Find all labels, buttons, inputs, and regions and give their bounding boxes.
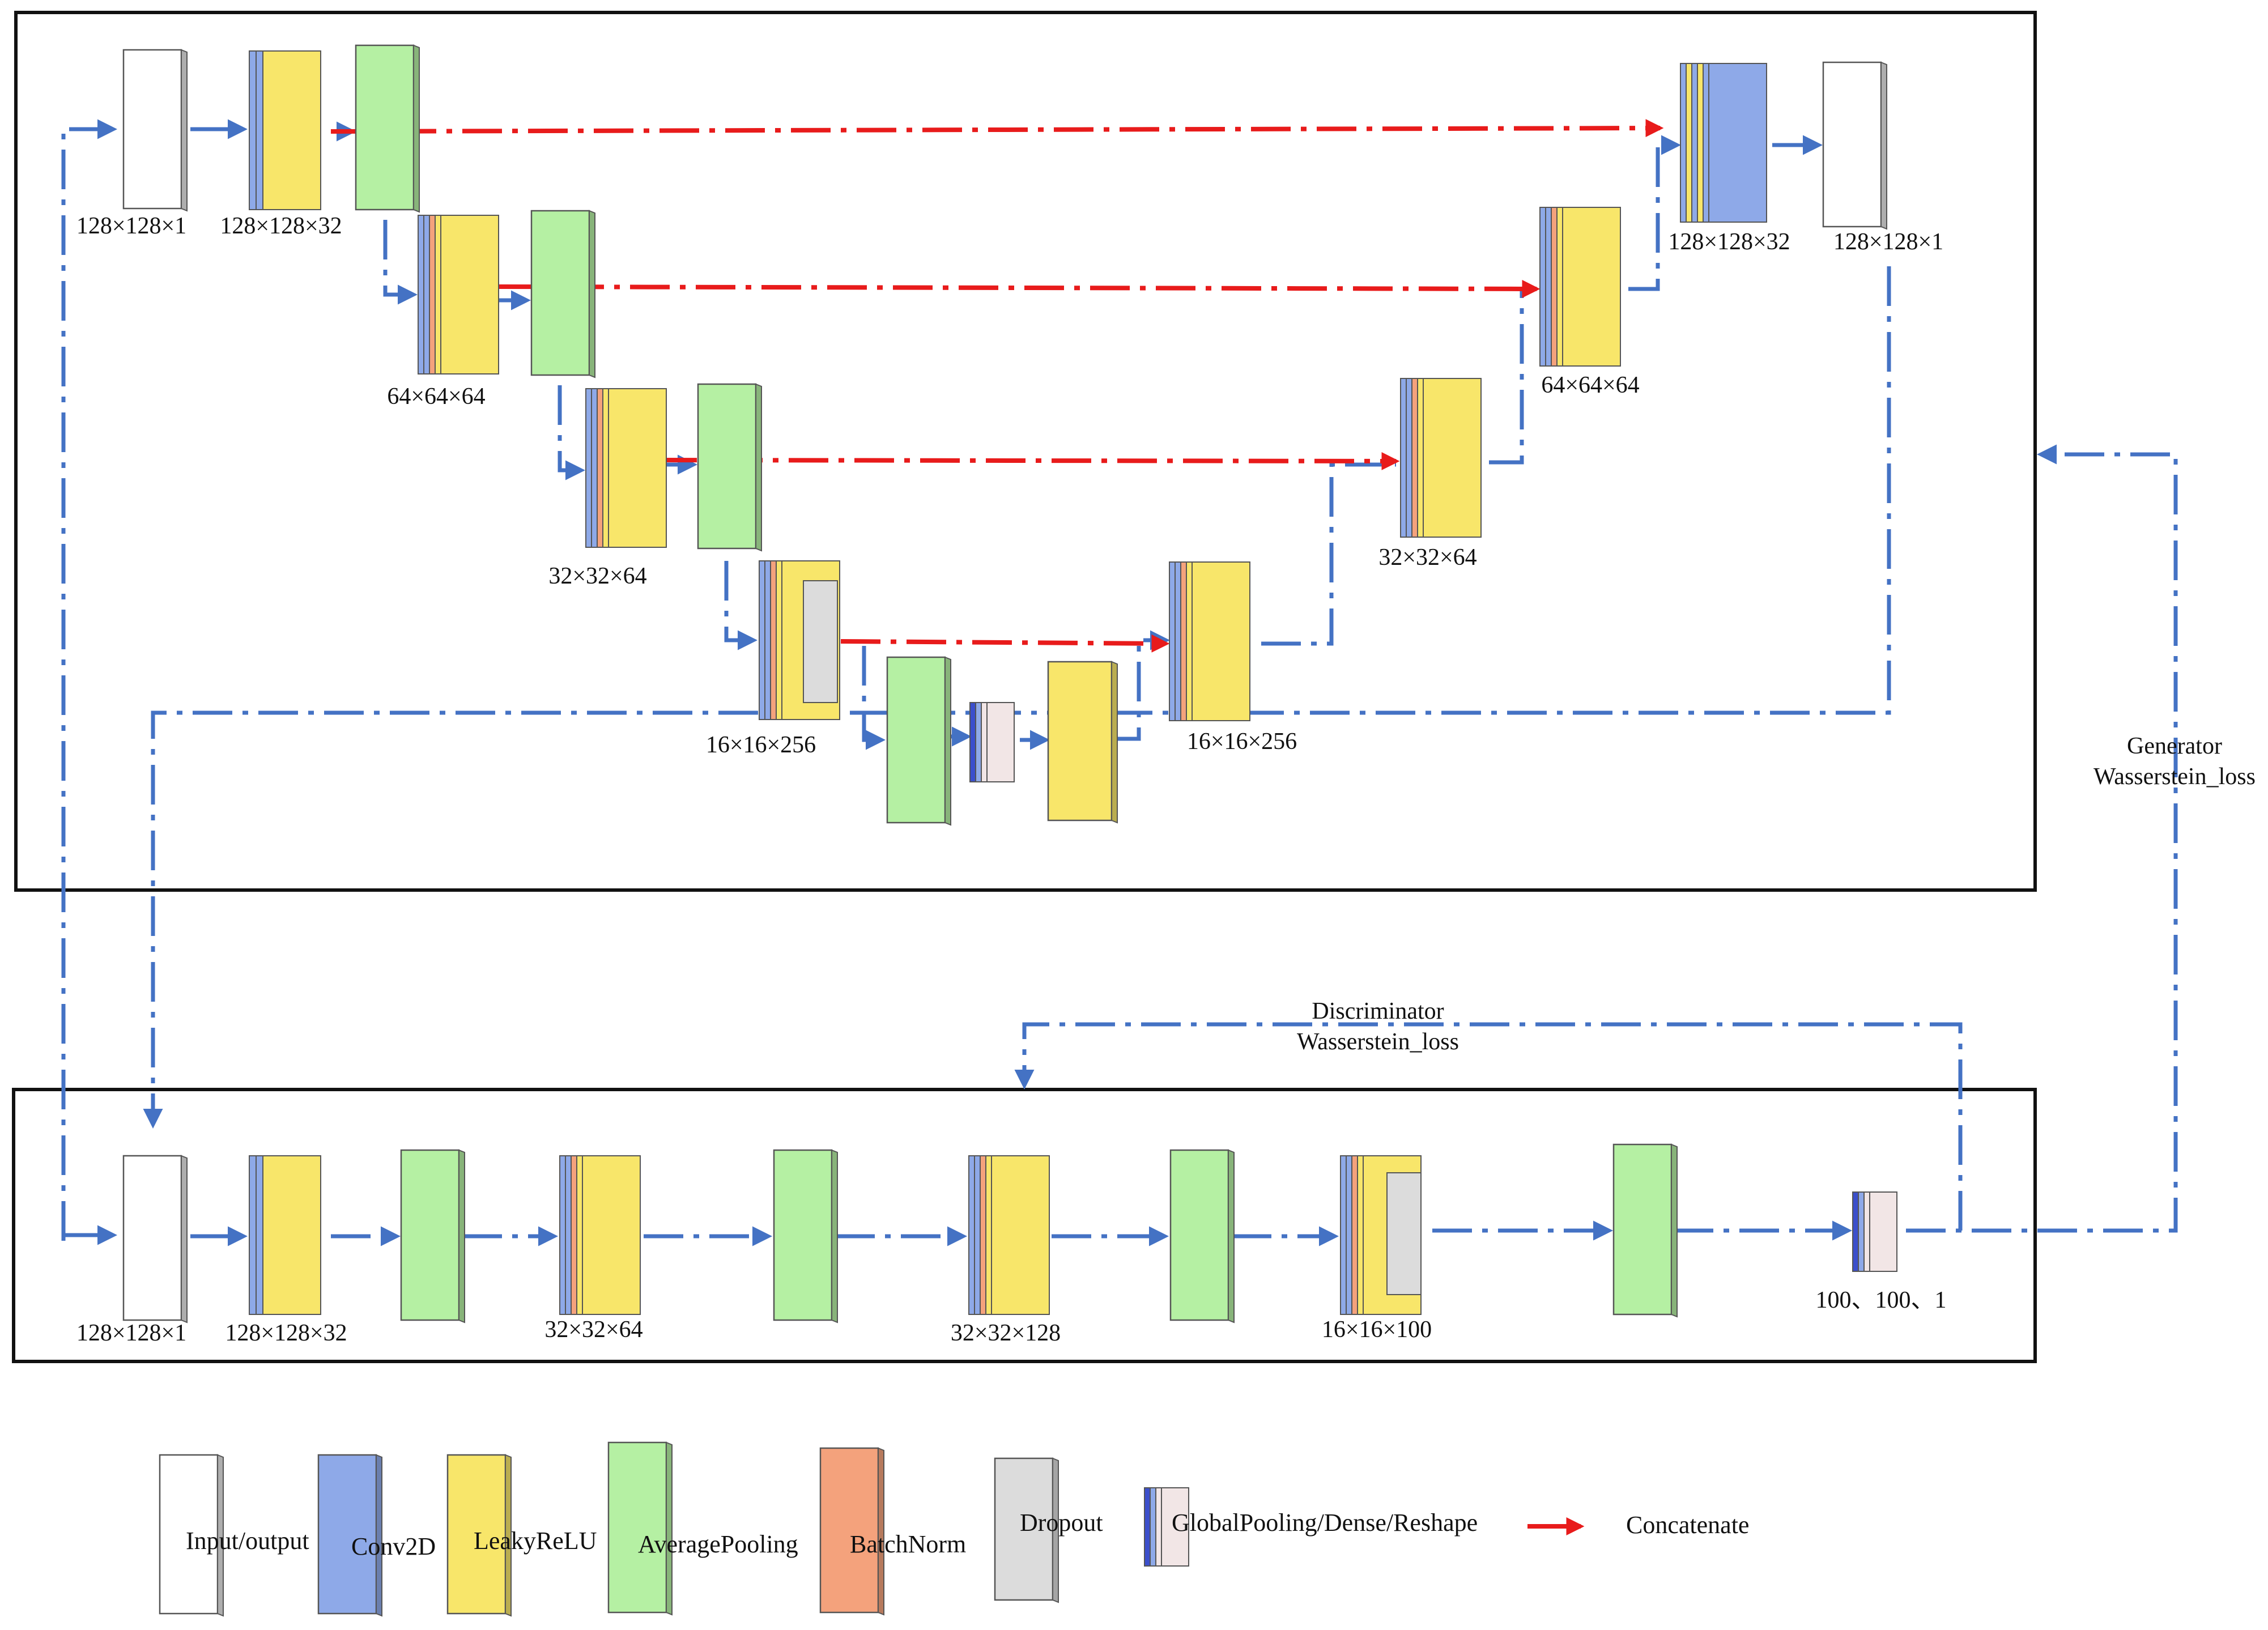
gen-dec1-block	[1680, 63, 1767, 223]
gen-enc4-dropout	[803, 580, 838, 703]
gen-enc2-label: 64×64×64	[387, 384, 485, 410]
legend-batchnorm-swatch	[819, 1447, 884, 1616]
gen-dec4-block	[1169, 561, 1250, 721]
disc-input-label: 128×128×1	[76, 1320, 186, 1346]
disc-c2-label: 32×32×64	[544, 1317, 642, 1343]
disc-loss-label-1: Discriminator	[1312, 998, 1444, 1024]
gen-pool2-to-enc3	[558, 385, 585, 480]
generator-loss-line	[1906, 444, 2178, 1233]
gen-skip-4	[840, 634, 1170, 653]
disc-pool-2	[773, 1149, 838, 1323]
disc-loss-label-2: Wasserstein_loss	[1297, 1029, 1459, 1055]
layer-blocks	[122, 44, 1897, 1617]
discriminator-frame	[12, 1088, 2037, 1363]
gen-dec2-label: 64×64×64	[1541, 372, 1639, 398]
legend-dropout-swatch	[994, 1457, 1059, 1603]
gen-bottleneck-pool	[886, 656, 951, 826]
gen-dec3-block	[1400, 378, 1482, 538]
disc-c2-block	[559, 1155, 641, 1315]
legend-conv2d-label: Conv2D	[351, 1533, 436, 1560]
gen-enc1-block	[249, 50, 321, 210]
gen-enc2-block	[418, 215, 499, 374]
gen-enc3-block	[585, 388, 667, 548]
gen-bottleneck-to-dec4	[1110, 630, 1170, 741]
legend-input-output-label: Input/output	[186, 1527, 309, 1555]
gen-dec3-to-dec2	[1489, 287, 1537, 465]
gen-dec4-to-dec3	[1261, 462, 1396, 646]
gen-enc1-label: 128×128×32	[220, 213, 342, 239]
gen-loss-label-1: Generator	[2127, 733, 2222, 759]
gen-dec4-label: 16×16×256	[1187, 729, 1297, 755]
gen-loss-label-2: Wasserstein_loss	[2093, 764, 2256, 790]
gen-enc3-pool	[697, 383, 762, 552]
gen-pool1-to-enc2	[383, 220, 418, 305]
legend-input-output-swatch	[159, 1454, 224, 1617]
gen-pool3-to-enc4	[724, 561, 758, 650]
legend-leakyrelu-swatch	[446, 1454, 512, 1617]
gen-output-to-discriminator	[143, 266, 1891, 1129]
legend-global-swatch	[1144, 1487, 1189, 1567]
gen-input-feed-line	[61, 119, 117, 1241]
disc-c3-label: 32×32×128	[951, 1320, 1061, 1346]
gen-dec2-block	[1539, 207, 1621, 367]
disc-out-label: 100、100、1	[1815, 1287, 1946, 1313]
disc-pool-4	[1612, 1143, 1678, 1318]
legend-averagepooling-swatch	[607, 1441, 673, 1616]
disc-c3-block	[968, 1155, 1050, 1315]
gen-bottleneck-relu	[1047, 661, 1118, 824]
gen-dec3-label: 32×32×64	[1378, 544, 1476, 571]
gen-output-label: 128×128×1	[1833, 229, 1943, 255]
gen-skip-1	[330, 119, 1664, 138]
gen-enc3-label: 32×32×64	[548, 563, 646, 589]
legend-averagepooling-label: AveragePooling	[638, 1530, 798, 1558]
gen-skip-2	[498, 279, 1541, 298]
disc-c1-label: 128×128×32	[225, 1320, 347, 1346]
connector-lines	[61, 119, 2178, 1535]
disc-input-sheet	[122, 1155, 188, 1323]
gen-output-sheet	[1822, 61, 1887, 230]
gen-skip-3	[657, 452, 1400, 470]
legend-batchnorm-label: BatchNorm	[850, 1530, 966, 1558]
gen-input-label: 128×128×1	[76, 213, 186, 239]
gen-dec1-label: 128×128×32	[1668, 229, 1790, 255]
gen-enc4-label: 16×16×256	[706, 732, 816, 758]
legend-leakyrelu-label: LeakyReLU	[474, 1527, 597, 1555]
legend-dropout-label: Dropout	[1020, 1509, 1103, 1537]
gen-enc2-pool	[530, 210, 595, 378]
disc-pool-1	[400, 1149, 465, 1323]
legend-conv2d-swatch	[317, 1454, 382, 1617]
gen-enc1-pool	[355, 44, 420, 213]
gen-dec2-to-dec1	[1628, 135, 1681, 291]
discriminator-loss-line	[1014, 1022, 1963, 1231]
disc-pool-3	[1169, 1149, 1235, 1323]
legend-global-label: GlobalPooling/Dense/Reshape	[1172, 1509, 1478, 1537]
generator-frame	[14, 11, 2037, 892]
disc-c4-label: 16×16×100	[1322, 1317, 1432, 1343]
gen-bottleneck-dense	[969, 702, 1015, 782]
disc-c1-block	[249, 1155, 321, 1315]
disc-out-dense	[1852, 1191, 1897, 1272]
disc-c4-dropout	[1386, 1172, 1422, 1295]
gen-enc4-to-bottleneck	[862, 646, 886, 750]
legend-concatenate-label: Concatenate	[1626, 1511, 1749, 1539]
gen-input-sheet	[122, 49, 188, 212]
